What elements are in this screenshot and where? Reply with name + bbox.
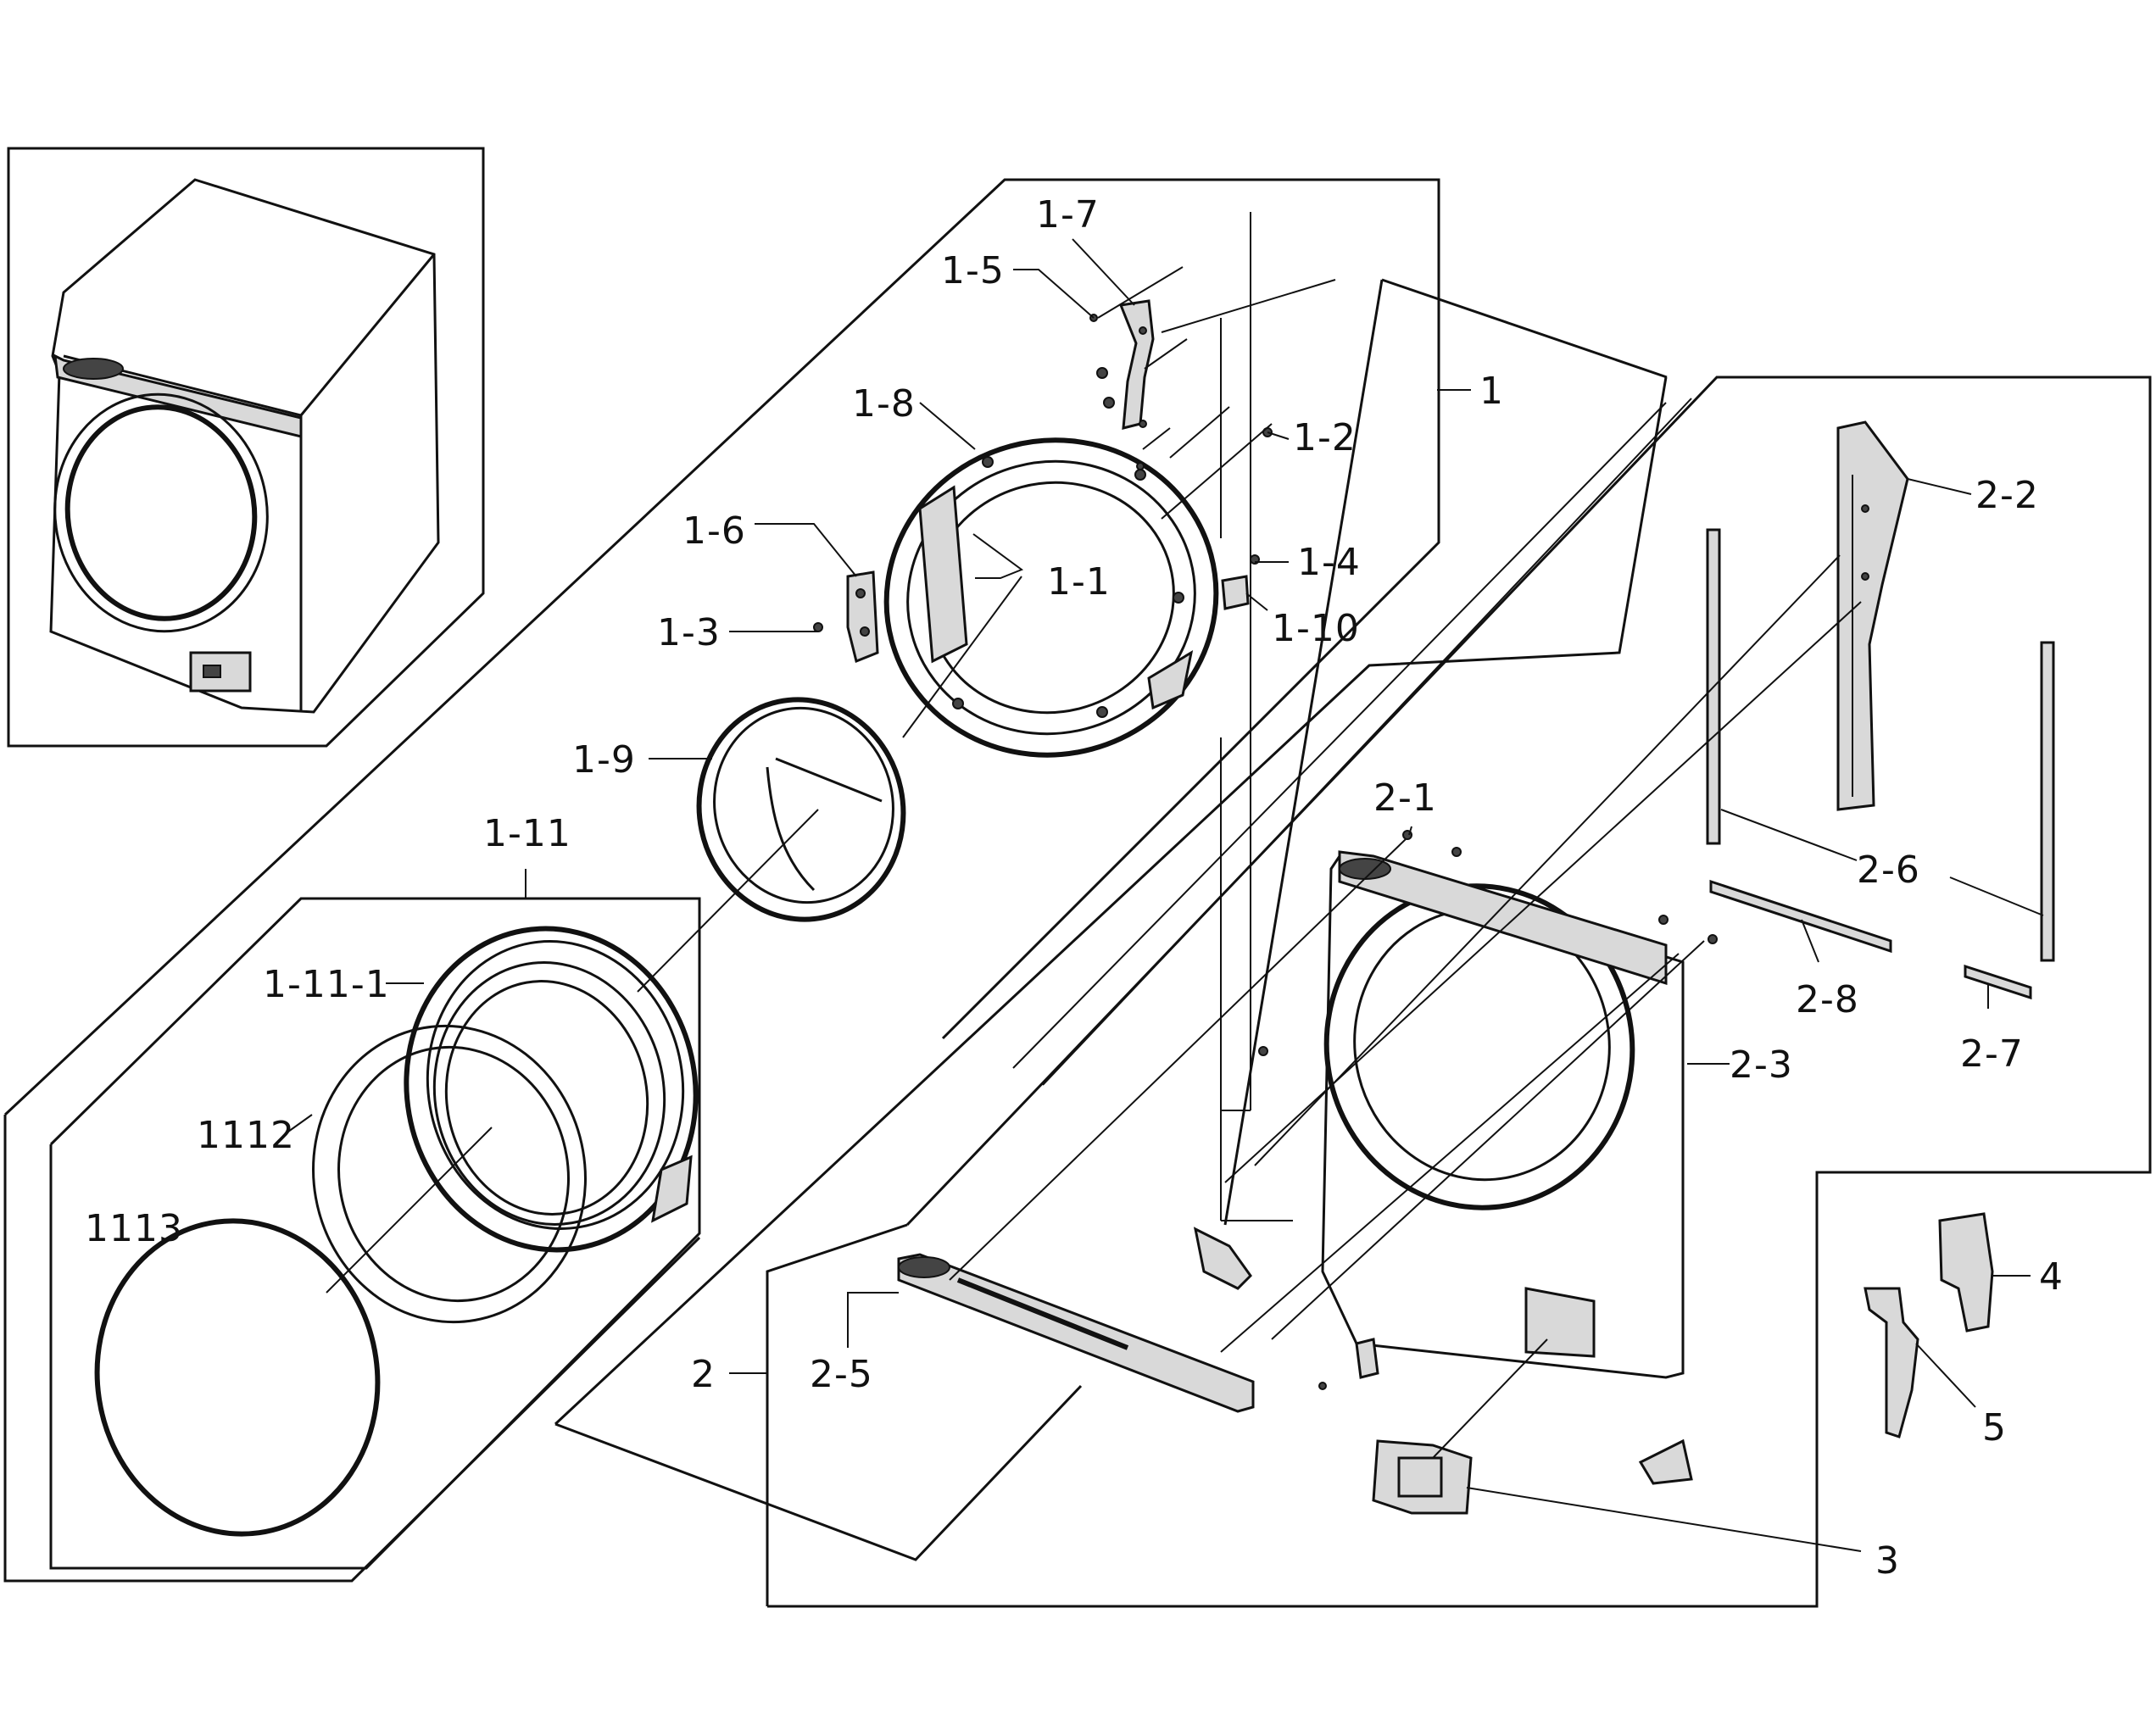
part-1-9-glass — [696, 697, 906, 922]
part-3-filter-housing — [1372, 1439, 1473, 1515]
part-1112-trim-ring — [312, 1024, 587, 1324]
part-4-bracket — [1938, 1212, 1994, 1333]
part-1-7-hinge — [1089, 266, 1188, 470]
leader-lines — [287, 212, 2044, 1552]
part-1-8-door-frame — [883, 437, 1219, 758]
part-2-6-strips — [1706, 528, 2055, 962]
part-2-2-side-bracket — [1836, 420, 1909, 811]
assembled-unit-inset — [7, 147, 485, 748]
part-2-7-strip — [1964, 964, 2032, 1000]
part-1-6-hinge — [813, 570, 879, 664]
part-5-bracket — [1864, 1287, 1919, 1438]
part-2-3-front-panel — [1258, 830, 1718, 1379]
panel-group-outline — [554, 278, 2152, 1608]
door-group-outline — [3, 178, 1440, 1583]
part-1-10-latch — [1221, 427, 1273, 610]
part-1113-door-glass — [94, 1218, 381, 1537]
part-1-11-outer-door — [404, 926, 699, 1253]
misc-small-parts — [1193, 1227, 1693, 1485]
part-2-8-strip — [1709, 879, 1892, 954]
part-2-5-control-bar — [897, 1253, 1255, 1413]
